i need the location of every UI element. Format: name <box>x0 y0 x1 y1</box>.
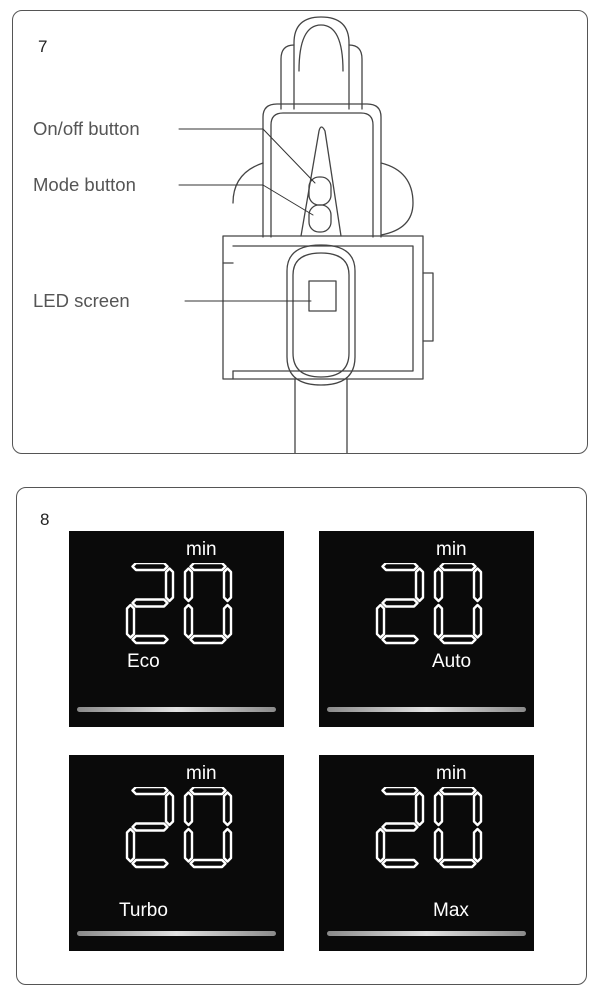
segment-a <box>131 787 169 796</box>
progress-bar <box>77 931 276 936</box>
segment-a <box>381 787 419 796</box>
segment-e <box>125 827 136 863</box>
segment-c <box>222 827 233 863</box>
seven-segment-digits <box>125 787 233 869</box>
onoff-button-label: On/off button <box>33 118 140 139</box>
segment-d <box>381 858 419 869</box>
segment-d <box>131 858 169 869</box>
figure-8-panel: 8 min Eco min Auto min Turbo min Max <box>16 487 587 985</box>
segment-c <box>222 603 233 639</box>
segment-a <box>189 787 227 796</box>
upper-collar <box>262 103 382 238</box>
segment-g <box>131 598 169 608</box>
segment-d <box>439 858 477 869</box>
segment-d <box>189 634 227 645</box>
segment-b <box>222 567 233 603</box>
segment-g <box>131 822 169 832</box>
led-screen-auto: min Auto <box>319 531 534 727</box>
seven-segment-digits <box>375 787 483 869</box>
segment-d <box>131 634 169 645</box>
tube <box>294 378 348 453</box>
segment-c <box>472 603 483 639</box>
segment-d <box>189 858 227 869</box>
led-screen-label: LED screen <box>33 290 130 311</box>
segment-b <box>222 791 233 827</box>
segment-f <box>433 791 444 827</box>
segment-f <box>183 567 194 603</box>
side-bulge <box>380 162 414 236</box>
figure-7-panel: 7 On/off button Mode button <box>12 10 588 454</box>
screen-pod <box>286 244 356 386</box>
segment-a <box>189 563 227 572</box>
handle-stem <box>300 126 342 237</box>
segment-b <box>164 567 175 603</box>
segment-a <box>131 563 169 572</box>
segment-f <box>183 791 194 827</box>
figure-number: 8 <box>40 510 50 529</box>
mode-button-label: Mode button <box>33 174 136 195</box>
progress-bar <box>77 707 276 712</box>
segment-d <box>439 634 477 645</box>
seven-segment-digits <box>125 563 233 645</box>
mode-button-shape <box>308 204 332 233</box>
segment-b <box>164 791 175 827</box>
mode-label: Auto <box>432 651 472 672</box>
leader-onoff <box>178 128 316 184</box>
segment-e <box>183 827 194 863</box>
led-screen-eco: min Eco <box>69 531 284 727</box>
segment-g <box>381 822 419 832</box>
segment-e <box>183 603 194 639</box>
mode-label: Eco <box>127 651 160 672</box>
segment-e <box>375 827 386 863</box>
segment-d <box>381 634 419 645</box>
segment-c <box>472 827 483 863</box>
unit-label: min <box>436 763 467 784</box>
vacuum-handle-diagram <box>178 16 434 453</box>
segment-a <box>439 787 477 796</box>
unit-label: min <box>186 763 217 784</box>
mode-label: Max <box>433 900 469 921</box>
battery-body <box>222 235 424 380</box>
segment-e <box>433 827 444 863</box>
segment-b <box>414 567 425 603</box>
progress-bar <box>327 707 526 712</box>
handle-top <box>293 16 350 110</box>
progress-bar <box>327 931 526 936</box>
segment-e <box>433 603 444 639</box>
segment-e <box>125 603 136 639</box>
segment-g <box>381 598 419 608</box>
segment-b <box>414 791 425 827</box>
unit-label: min <box>436 539 467 560</box>
led-screen-shape <box>308 280 337 312</box>
led-screen-turbo: min Turbo <box>69 755 284 951</box>
segment-b <box>472 791 483 827</box>
unit-label: min <box>186 539 217 560</box>
leader-mode <box>178 184 314 216</box>
figure-number: 7 <box>38 37 48 56</box>
segment-a <box>439 563 477 572</box>
mode-label: Turbo <box>119 900 168 921</box>
segment-b <box>472 567 483 603</box>
onoff-button-shape <box>308 176 332 206</box>
segment-a <box>381 563 419 572</box>
segment-f <box>433 567 444 603</box>
seven-segment-digits <box>375 563 483 645</box>
segment-e <box>375 603 386 639</box>
led-screen-max: min Max <box>319 755 534 951</box>
